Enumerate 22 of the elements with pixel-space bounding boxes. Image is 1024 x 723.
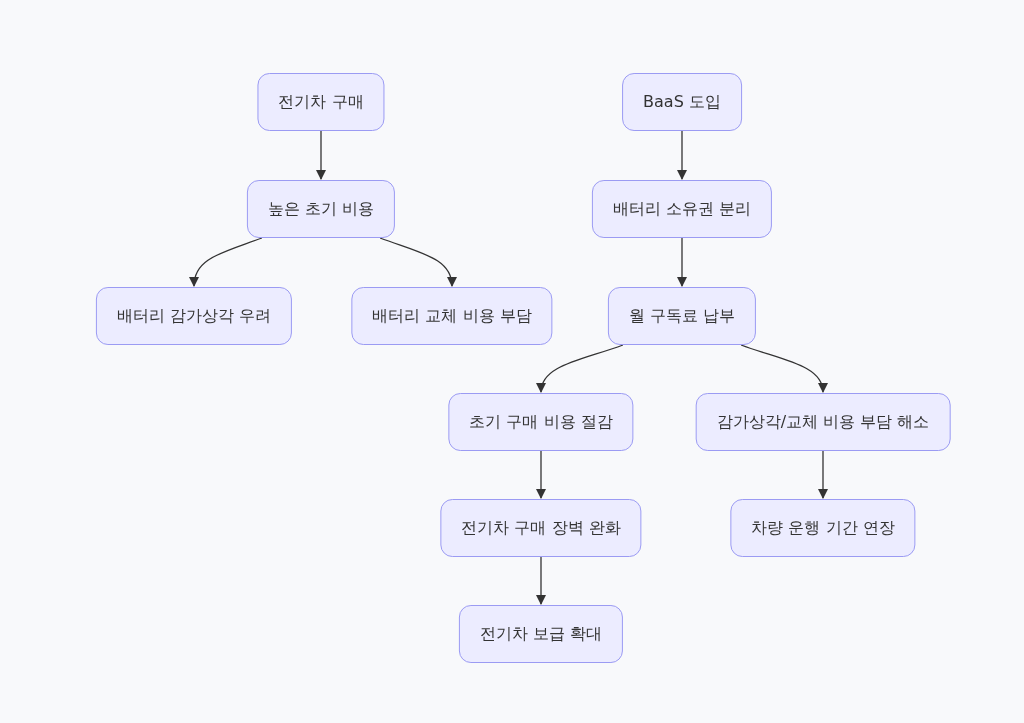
- arrow: [817, 450, 829, 500]
- process-box: 월 구독료 납부: [607, 287, 757, 345]
- process-box: 초기 구매 비용 절감: [448, 393, 634, 451]
- process-box: 배터리 소유권 분리: [591, 180, 773, 238]
- arrow: [676, 130, 688, 181]
- arrow: [315, 130, 327, 181]
- process-box: BaaS 도입: [622, 73, 742, 131]
- arrow: [537, 344, 624, 394]
- process-box: 배터리 교체 비용 부담: [351, 287, 553, 345]
- process-box: 전기차 보급 확대: [458, 605, 624, 663]
- arrow: [535, 450, 547, 500]
- arrow: [740, 344, 827, 394]
- arrow: [379, 237, 457, 288]
- process-box: 전기차 구매: [257, 73, 385, 131]
- arrow: [535, 556, 547, 606]
- process-box: 전기차 구매 장벽 완화: [440, 499, 642, 557]
- process-box: 높은 초기 비용: [246, 180, 396, 238]
- arrow: [189, 237, 263, 288]
- arrow: [676, 237, 688, 288]
- process-box: 배터리 감가상각 우려: [95, 287, 293, 345]
- process-box: 차량 운행 기간 연장: [730, 499, 916, 557]
- process-box: 감가상각/교체 비용 부담 해소: [695, 393, 951, 451]
